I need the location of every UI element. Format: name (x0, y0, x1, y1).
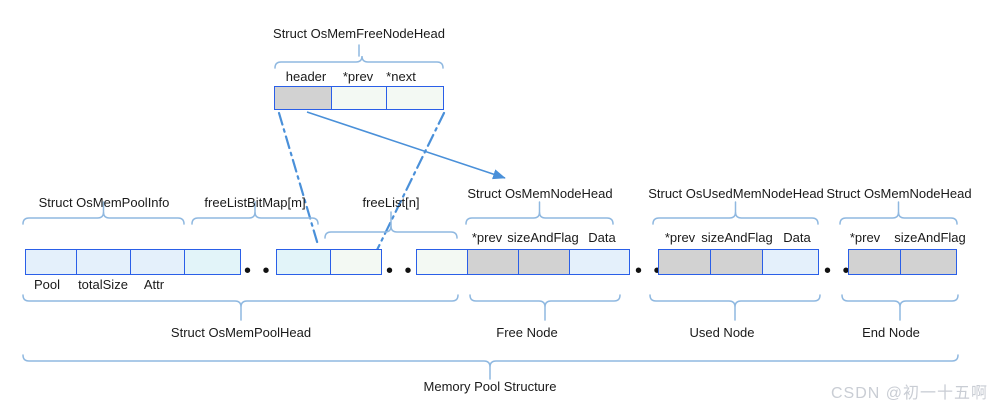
label-OsMemPoolInfo: Struct OsMemPoolInfo (38, 195, 170, 210)
field-label-totalsize: totalSize (78, 277, 128, 292)
top-field-label-header: header (285, 69, 327, 84)
top-struct-cell-next (386, 86, 444, 110)
field-label-freenode-data: Data (588, 230, 616, 245)
top-struct-cell-header (274, 86, 332, 110)
memcell-attr (130, 249, 185, 275)
memcell-freelist-last (416, 249, 468, 275)
label-OsMemNodeHead-end: Struct OsMemNodeHead (826, 186, 972, 201)
label-EndNode: End Node (862, 325, 920, 340)
memcell-pool (25, 249, 77, 275)
bracket-OsUsedMemNodeHead (652, 201, 819, 225)
field-label-endnode-prev: *prev (849, 230, 881, 245)
memcell-totalsize (76, 249, 131, 275)
memcell-freelistbitmap-first (184, 249, 241, 275)
bracket-freeList (324, 211, 458, 239)
field-label-freenode-sizeAndFlag: sizeAndFlag (507, 230, 579, 245)
label-MemoryPoolStructure: Memory Pool Structure (423, 379, 557, 394)
memcell-freelist-first (330, 249, 382, 275)
label-OsUsedMemNodeHead: Struct OsUsedMemNodeHead (648, 186, 824, 201)
top-field-label-prev: *prev (342, 69, 374, 84)
bracket-MemoryPoolStructure (22, 354, 959, 380)
field-label-pool: Pool (33, 277, 61, 292)
bracket-OsMemNodeHead-end (839, 201, 958, 225)
label-freeList: freeList[n] (362, 195, 420, 210)
bracket-OsMemNodeHead-free (465, 201, 614, 225)
field-label-usednode-sizeAndFlag: sizeAndFlag (701, 230, 773, 245)
bracket-OsMemPoolHead (22, 294, 459, 321)
top-struct-cell-prev (331, 86, 387, 110)
memcell-freenode-prev (467, 249, 519, 275)
memcell-usednode-prev (658, 249, 711, 275)
field-label-attr: Attr (143, 277, 165, 292)
label-FreeNode: Free Node (496, 325, 558, 340)
label-OsMemNodeHead-free: Struct OsMemNodeHead (467, 186, 613, 201)
memcell-usednode-data (762, 249, 819, 275)
memcell-freenode-sizeandflag (518, 249, 570, 275)
field-label-usednode-prev: *prev (664, 230, 696, 245)
label-OsMemPoolHead: Struct OsMemPoolHead (170, 325, 312, 340)
bracket-EndNode (841, 294, 959, 321)
arrow-header-to-memnodehead (306, 111, 506, 180)
bracket-UsedNode (649, 294, 821, 321)
connector-header-to-bitmap (277, 111, 320, 247)
connector-next-to-freelist (375, 111, 446, 252)
csdn-watermark: CSDN @初一十五啊 (830, 385, 988, 402)
memcell-endnode-sizeandflag (900, 249, 957, 275)
field-label-endnode-sizeAndFlag: sizeAndFlag (894, 230, 966, 245)
memcell-endnode-prev (848, 249, 901, 275)
memcell-usednode-sizeandflag (710, 249, 763, 275)
bracket-OsMemFreeNodeHead (274, 44, 444, 69)
top-struct-title: Struct OsMemFreeNodeHead (273, 26, 445, 41)
top-field-label-next: *next (386, 69, 416, 84)
label-UsedNode: Used Node (689, 325, 755, 340)
bracket-FreeNode (469, 294, 621, 321)
label-freeListBitMap: freeListBitMap[m] (204, 195, 306, 210)
memcell-freelistbitmap-last (276, 249, 331, 275)
field-label-freenode-prev: *prev (471, 230, 503, 245)
memcell-freenode-data (569, 249, 630, 275)
field-label-usednode-data: Data (783, 230, 811, 245)
